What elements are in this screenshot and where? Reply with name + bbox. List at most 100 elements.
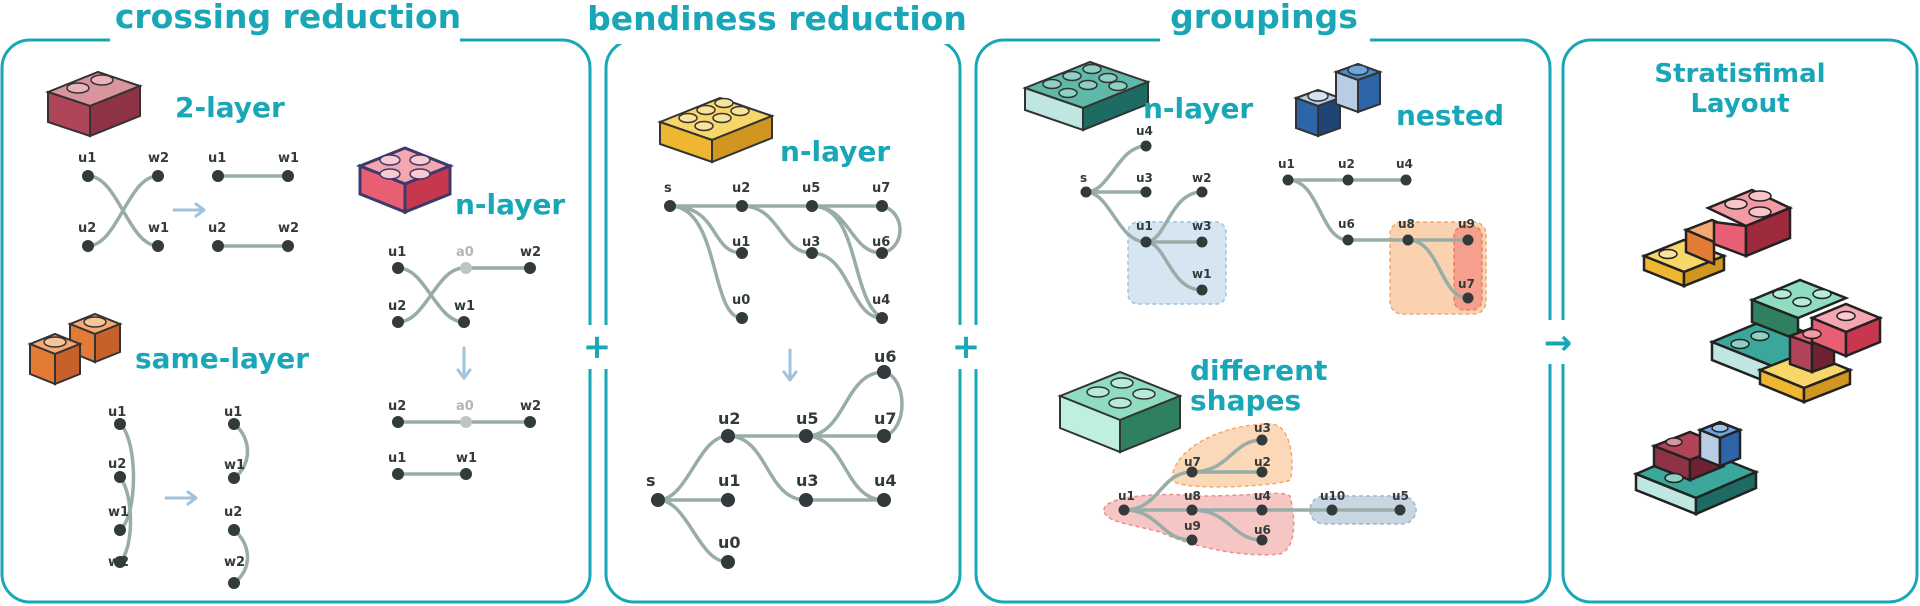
node-label: w2 [278, 221, 299, 236]
graph-same-layer-after [228, 418, 250, 589]
brick-stack-bottom [1632, 420, 1760, 516]
node-label: s [664, 181, 672, 196]
arrow-operator: → [1544, 323, 1573, 363]
node-label: u6 [872, 235, 890, 250]
node-label: u7 [874, 409, 897, 428]
node-label: u4 [1136, 124, 1153, 138]
brick-icon-n-layer-groupings [1022, 60, 1151, 132]
node-label: u2 [388, 399, 406, 414]
node-label: u7 [872, 181, 890, 196]
node-label: u5 [796, 409, 819, 428]
node-label: w2 [108, 555, 129, 570]
node-label: w1 [454, 299, 475, 314]
graph-n-layer-after [392, 416, 536, 480]
node-label: u7 [1458, 277, 1475, 291]
node-label: u1 [1278, 157, 1295, 171]
node-label: u6 [1338, 217, 1355, 231]
node-label: w1 [1192, 267, 1211, 281]
graph-same-layer-before [114, 418, 136, 568]
brick-icon-n-layer-crossing [355, 146, 455, 215]
graph-2-layer-before [82, 170, 164, 252]
node-label: u4 [872, 293, 890, 308]
node-label: u6 [874, 347, 897, 366]
node-label: u1 [388, 245, 406, 260]
node-label: u3 [1254, 421, 1271, 435]
node-label: u2 [78, 221, 96, 236]
group-highlight-red [1453, 225, 1483, 311]
node-label: u8 [1398, 217, 1415, 231]
graph-nested [1282, 174, 1474, 304]
node-label: u4 [1254, 489, 1271, 503]
node-label: w2 [224, 555, 245, 570]
node-label: u1 [732, 235, 750, 250]
brick-stack-top [1640, 188, 1794, 288]
plus-operator-1: + [583, 327, 612, 367]
node-label: u3 [802, 235, 820, 250]
node-label: u1 [388, 451, 406, 466]
node-label: u2 [388, 299, 406, 314]
title-crossing-reduction: crossing reduction [115, 0, 461, 36]
final-title-line1: Stratisfimal [1654, 59, 1825, 89]
node-label: u2 [732, 181, 750, 196]
brick-stack-middle [1708, 278, 1884, 404]
node-label: u4 [874, 471, 897, 490]
node-label: u1 [208, 151, 226, 166]
node-label: u7 [1184, 455, 1201, 469]
node-label: w1 [108, 505, 129, 520]
node-label: u2 [224, 505, 242, 520]
brick-icon-n-layer-bendiness [657, 96, 775, 164]
graph-different-shapes [1118, 434, 1406, 546]
brick-icon-2-layer [45, 70, 143, 138]
node-label: w1 [148, 221, 169, 236]
graph-bendiness-before [664, 200, 902, 324]
node-label: s [1080, 171, 1087, 185]
node-label: u2 [1254, 455, 1271, 469]
node-label: u5 [802, 181, 820, 196]
node-label: w1 [224, 458, 245, 473]
node-label-dummy: a0 [456, 399, 474, 414]
node-label: u1 [718, 471, 741, 490]
node-label: w2 [1192, 171, 1211, 185]
graph-2-layer-after [212, 170, 294, 252]
group-highlight-blue [1127, 221, 1227, 305]
node-label-dummy: a0 [456, 245, 474, 260]
node-label: u2 [208, 221, 226, 236]
label-n-layer-crossing: n-layer [455, 188, 565, 221]
node-label: u2 [718, 409, 741, 428]
graph-bendiness-after [651, 365, 904, 569]
node-label: u9 [1184, 519, 1201, 533]
node-label: u0 [732, 293, 750, 308]
graph-groupings-n-layer [1080, 140, 1208, 296]
label-2-layer: 2-layer [175, 91, 285, 124]
label-same-layer: same-layer [135, 342, 309, 375]
node-label: w2 [520, 245, 541, 260]
node-label: u1 [1136, 219, 1153, 233]
node-label: u6 [1254, 523, 1271, 537]
label-nested: nested [1396, 99, 1504, 132]
graph-n-layer-before [392, 262, 536, 328]
node-label: u9 [1458, 217, 1475, 231]
node-label: u1 [78, 151, 96, 166]
node-label: w2 [148, 151, 169, 166]
node-label: u4 [1396, 157, 1413, 171]
label-n-layer-groupings: n-layer [1143, 92, 1253, 125]
node-label: u2 [1338, 157, 1355, 171]
node-label: u8 [1184, 489, 1201, 503]
node-label: u10 [1320, 489, 1345, 503]
node-label: w2 [520, 399, 541, 414]
label-different: different [1190, 354, 1327, 387]
node-label: s [646, 471, 656, 490]
final-title-line2: Layout [1690, 89, 1789, 119]
node-label: w1 [456, 451, 477, 466]
node-label: u2 [108, 457, 126, 472]
title-bendiness-reduction: bendiness reduction [587, 0, 967, 38]
brick-icon-nested [1293, 62, 1383, 138]
label-n-layer-bendiness: n-layer [780, 135, 890, 168]
node-label: u3 [1136, 171, 1153, 185]
node-label: u1 [108, 405, 126, 420]
node-label: w3 [1192, 219, 1211, 233]
node-label: u5 [1392, 489, 1409, 503]
node-label: u1 [224, 405, 242, 420]
brick-icon-different-shapes [1057, 370, 1183, 454]
